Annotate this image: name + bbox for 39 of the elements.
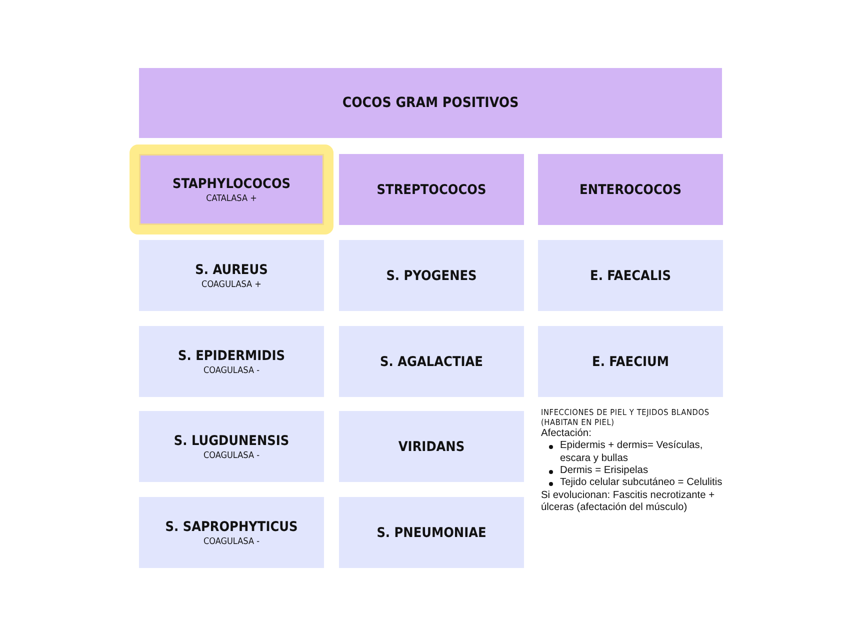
box-subtitle: COAGULASA -	[203, 450, 260, 460]
bullet-item: Dermis = Erisipelas	[560, 465, 648, 478]
box-title: STAPHYLOCOCOS	[172, 176, 291, 192]
box-title: S. PYOGENES	[386, 268, 477, 284]
species-box	[339, 326, 524, 397]
box-title: S. EPIDERMIDIS	[178, 348, 285, 364]
note-text: Afectación:	[541, 428, 592, 440]
species-box	[538, 240, 723, 311]
box-title: COCOS GRAM POSITIVOS	[342, 95, 519, 111]
box-title: S. AGALACTIAE	[380, 354, 483, 370]
species-box	[339, 411, 524, 482]
note-heading: INFECCIONES DE PIEL Y TEJIDOS BLANDOS (HABITAN EN PIEL)	[541, 408, 710, 428]
species-box	[139, 326, 324, 397]
species-box	[139, 411, 324, 482]
box-subtitle: COAGULASA -	[203, 366, 260, 376]
box-subtitle: COAGULASA +	[202, 280, 262, 290]
species-box	[139, 497, 324, 568]
category-box	[339, 154, 524, 225]
box-title: E. FAECALIS	[590, 268, 671, 284]
box-title: S. AUREUS	[195, 262, 268, 278]
box-title: E. FAECIUM	[592, 354, 669, 370]
bullet-item: Tejido celular subcutáneo = Celulitis	[560, 477, 722, 490]
species-box	[339, 240, 524, 311]
box-title: STREPTOCOCOS	[376, 182, 486, 198]
category-box	[538, 154, 723, 225]
box-title: VIRIDANS	[398, 438, 465, 454]
bullet-item: Epidermis + dermis= Vesículas, escara y bullas	[560, 440, 704, 465]
box-subtitle: COAGULASA -	[203, 536, 260, 546]
category-box	[139, 154, 324, 225]
box-title: S. PNEUMONIAE	[376, 524, 486, 540]
box-title: S. SAPROPHYTICUS	[165, 518, 298, 534]
box-subtitle: CATALASA +	[206, 194, 257, 204]
category-box	[139, 68, 722, 138]
species-box	[339, 497, 524, 568]
species-box	[538, 326, 723, 397]
box-title: S. LUGDUNENSIS	[174, 432, 290, 448]
note-text: Si evolucionan: Fascitis necrotizante + úlceras (afectación del músculo)	[541, 490, 716, 515]
species-box	[139, 240, 324, 311]
box-title: ENTEROCOCOS	[580, 182, 682, 198]
